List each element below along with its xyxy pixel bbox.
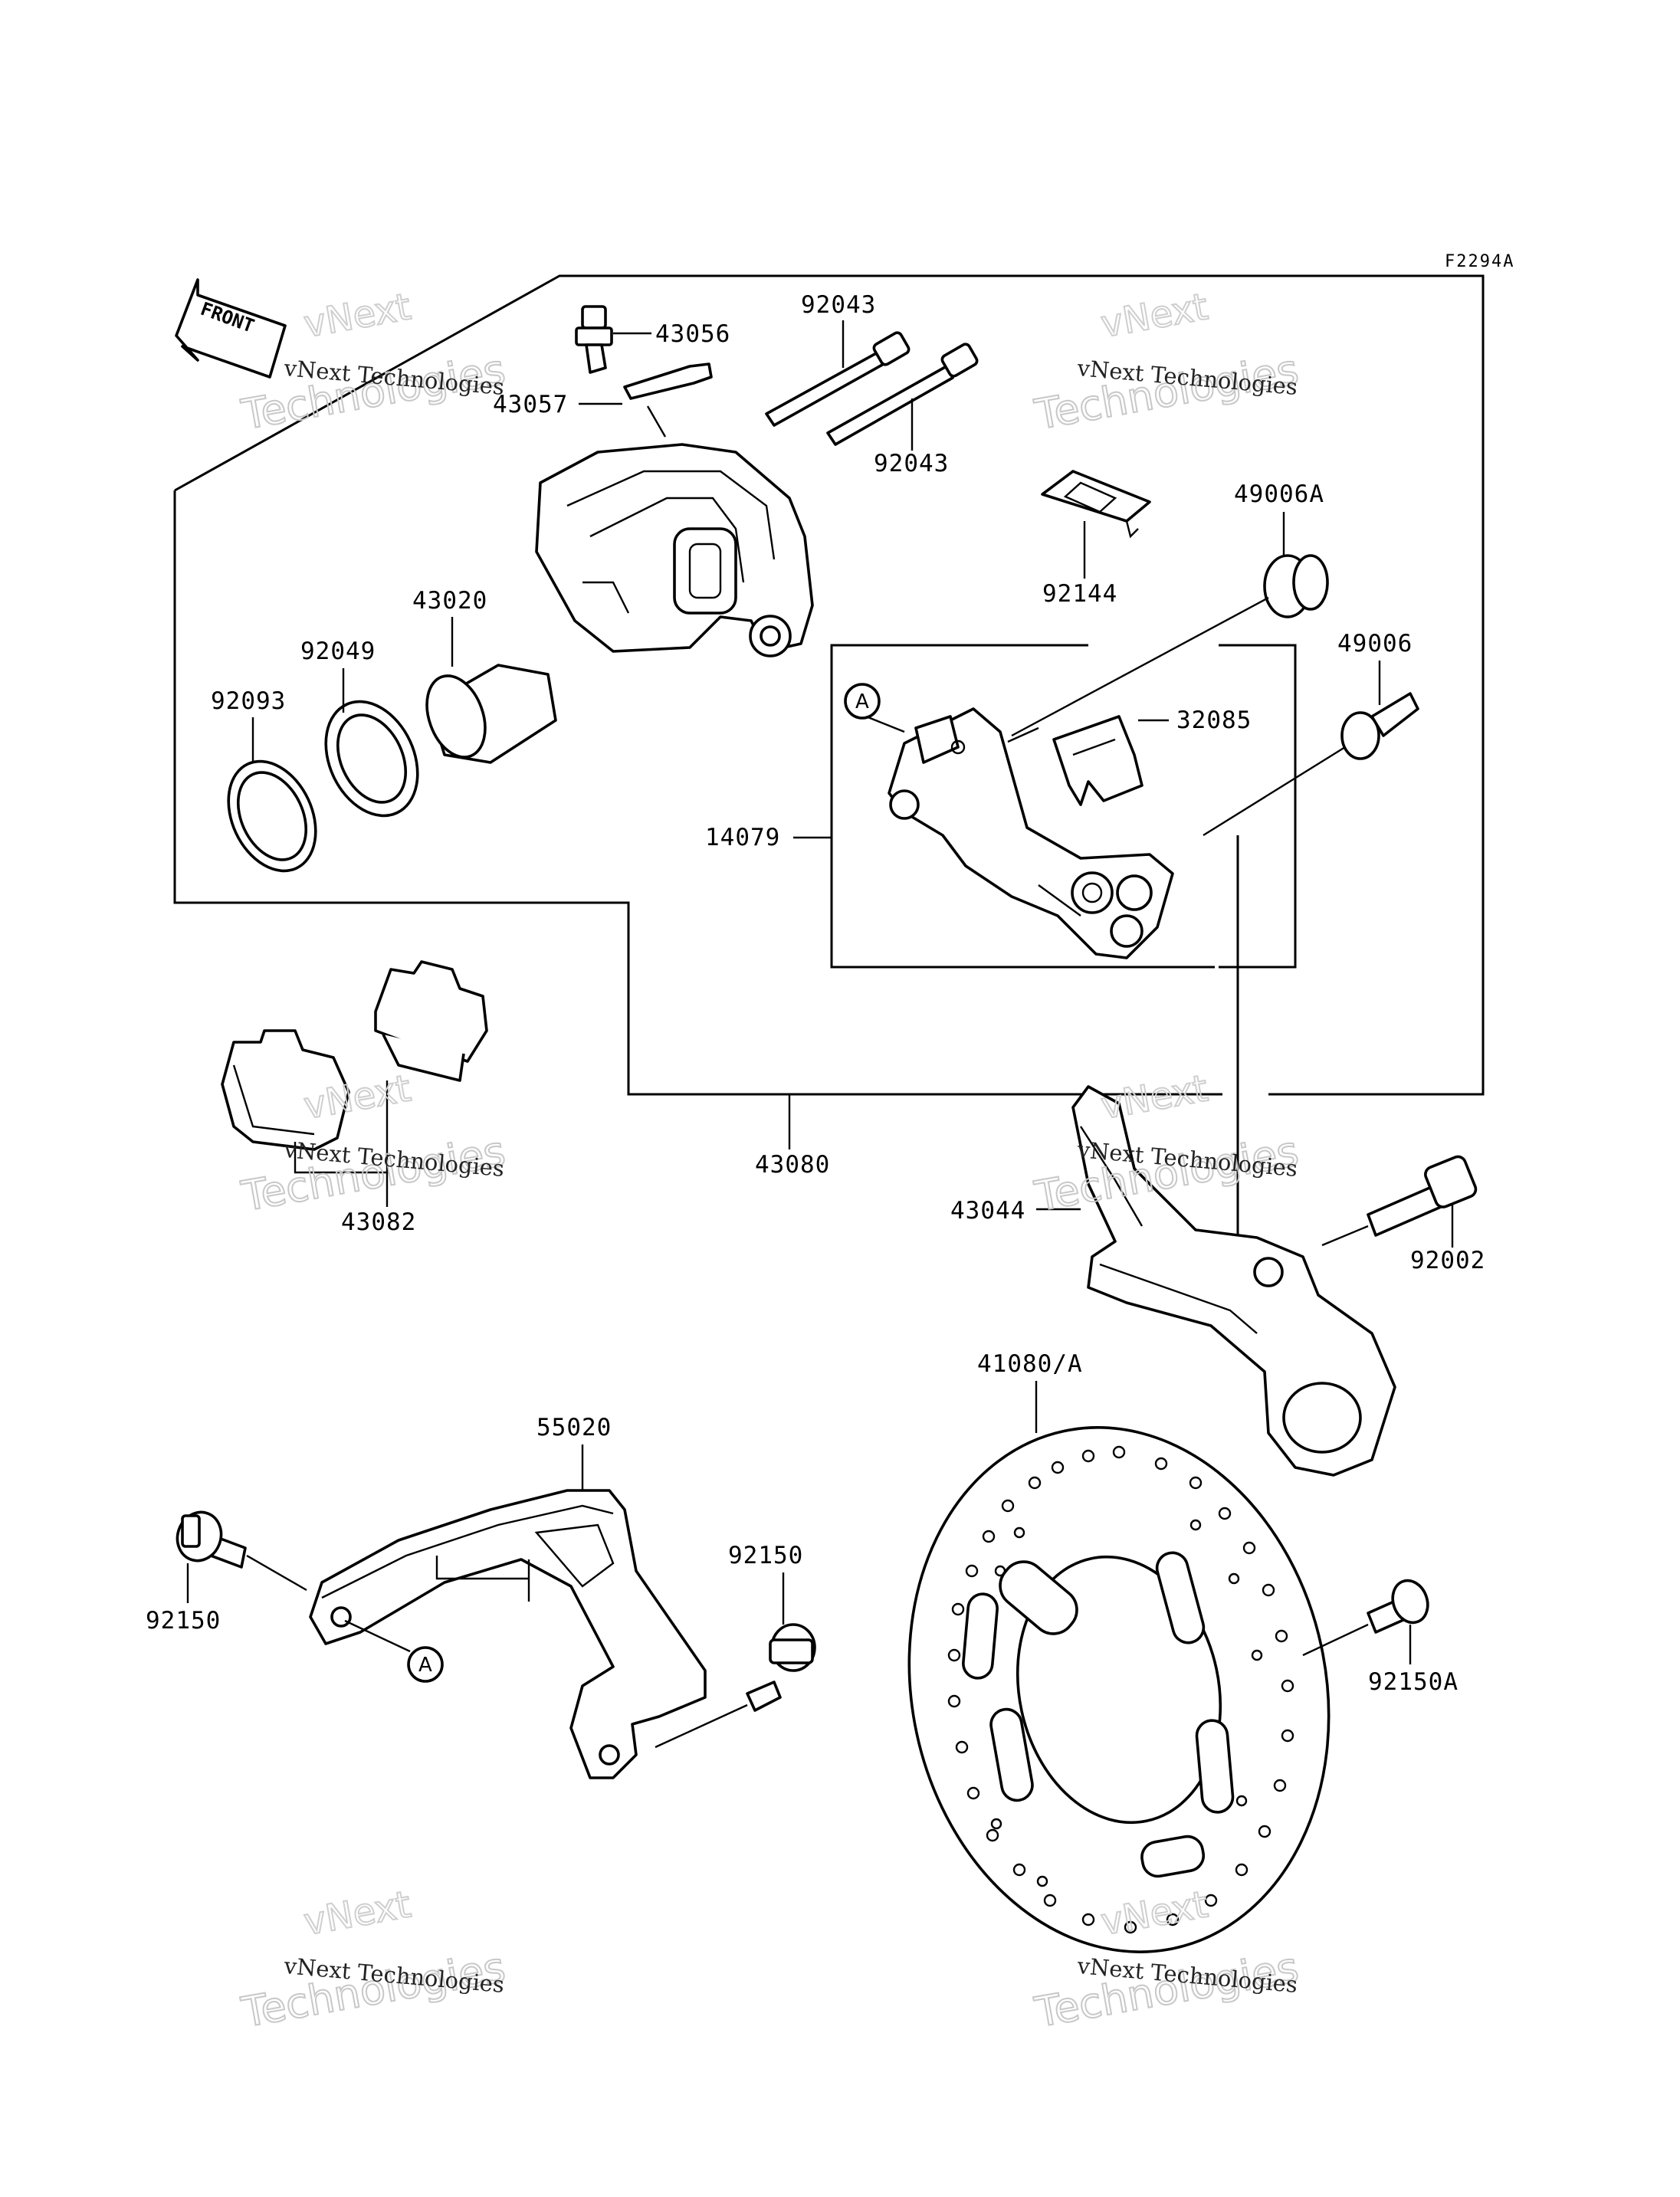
watermark-top-left: vNext Technologies vNext Technologies xyxy=(237,284,510,440)
ref-marker-a-bottom-text: A xyxy=(418,1654,432,1677)
label-43056: 43056 xyxy=(655,320,730,348)
diagram-code: F2294A xyxy=(1445,252,1514,271)
ref-marker-a-top-text: A xyxy=(855,690,869,713)
label-92150-mid: 92150 xyxy=(728,1542,803,1569)
label-43020: 43020 xyxy=(412,587,487,615)
label-92144: 92144 xyxy=(1042,580,1117,608)
label-32085: 32085 xyxy=(1176,707,1252,734)
label-92093: 92093 xyxy=(211,687,286,715)
seal-92049 xyxy=(324,700,419,818)
pin-43057 xyxy=(623,362,713,400)
screw-92150A xyxy=(1367,1579,1429,1634)
label-55020: 55020 xyxy=(536,1414,612,1441)
label-92002: 92002 xyxy=(1410,1247,1485,1274)
svg-text:vNext: vNext xyxy=(1098,1067,1211,1128)
ring-92093 xyxy=(227,759,317,873)
bracket-box-left xyxy=(830,644,1215,969)
bracket-14079 xyxy=(888,707,1174,959)
guard-55020 xyxy=(309,1489,707,1779)
bolt-92150-mid xyxy=(746,1623,816,1712)
label-43082: 43082 xyxy=(341,1208,416,1236)
label-49006: 49006 xyxy=(1337,630,1413,657)
label-43080: 43080 xyxy=(755,1151,830,1179)
label-43057: 43057 xyxy=(493,391,568,418)
bleeder-valve-43056 xyxy=(575,305,613,374)
boot-49006 xyxy=(1340,692,1419,760)
pin-92043-a xyxy=(765,331,911,427)
label-92150A: 92150A xyxy=(1368,1668,1459,1696)
label-14079: 14079 xyxy=(705,824,780,851)
bolt-92150-left xyxy=(176,1510,247,1569)
svg-text:vNext: vNext xyxy=(300,285,414,346)
pin-92043-b xyxy=(826,343,979,446)
svg-text:vNext: vNext xyxy=(300,1883,414,1944)
ref-marker-a-bottom xyxy=(407,1646,444,1683)
watermark-bottom-left: vNext Technologies vNext Technologies xyxy=(237,1882,510,2038)
label-92043-bottom: 92043 xyxy=(874,450,949,477)
caliper-body xyxy=(535,443,814,657)
pad-spring-32085 xyxy=(1052,715,1144,806)
watermark-top-right: vNext Technologies vNext Technologies xyxy=(1030,284,1303,440)
label-92049: 92049 xyxy=(300,638,376,665)
label-92043-top: 92043 xyxy=(801,291,876,319)
bolt-92002 xyxy=(1367,1155,1478,1237)
brake-pads-43082 xyxy=(221,960,488,1151)
clip-92144 xyxy=(1041,470,1151,539)
boot-49006A xyxy=(1263,554,1329,618)
piston-43020 xyxy=(425,664,557,764)
assembly-outline-top xyxy=(174,274,1485,1096)
watermark-mid-right: vNext Technologies vNext Technologies xyxy=(1030,1066,1303,1221)
front-arrow-icon: FRONT xyxy=(175,278,287,379)
label-43044: 43044 xyxy=(950,1197,1025,1225)
svg-text:vNext: vNext xyxy=(1098,285,1211,346)
label-41080A: 41080/A xyxy=(977,1350,1083,1378)
assembly-outline xyxy=(173,490,1222,1096)
disc-41080A xyxy=(907,1426,1331,1953)
bracket-43044 xyxy=(1071,1085,1396,1477)
label-49006A: 49006A xyxy=(1234,480,1324,508)
ref-marker-a-top xyxy=(844,683,881,720)
label-92150-left: 92150 xyxy=(146,1607,221,1635)
bracket-box xyxy=(1219,644,1297,969)
